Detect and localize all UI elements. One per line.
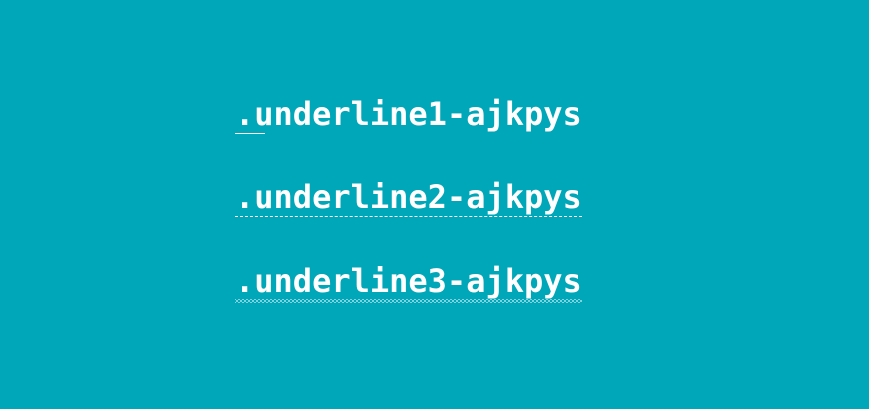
underline-sample-1-text: .underline1-ajkpys: [235, 95, 582, 134]
underline-sample-3: .underline3-ajkpys: [235, 262, 582, 303]
underline-sample-2: .underline2-ajkpys: [235, 178, 582, 217]
underline-sample-2-text: .underline2-ajkpys: [235, 178, 582, 217]
underline-sample-1: .underline1-ajkpys: [235, 95, 582, 134]
underline-sample-3-text: .underline3-ajkpys: [235, 262, 582, 303]
